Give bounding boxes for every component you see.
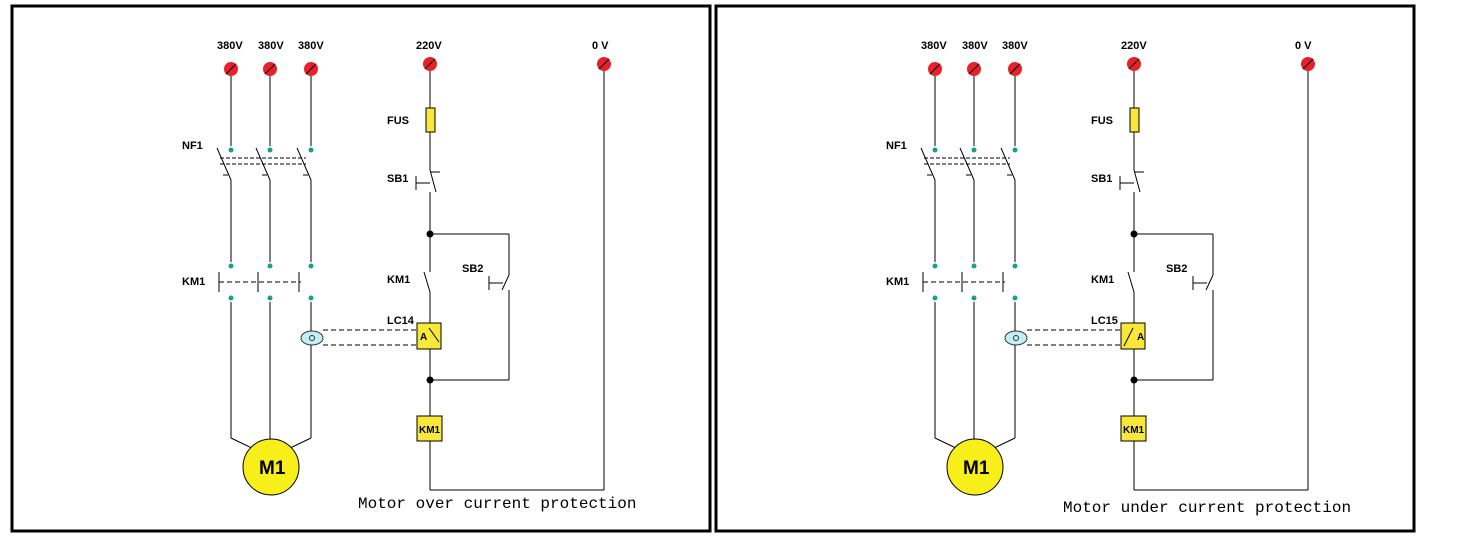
motor-m1: M1 (242, 438, 300, 496)
holding-contact-label: KM1 (1091, 274, 1114, 286)
stop-button-sb1[interactable] (415, 169, 440, 234)
relay-lc15: A (1120, 322, 1146, 350)
power-wires-top (230, 76, 312, 146)
supply-label-l2: 380V (962, 40, 988, 52)
panel-frame (10, 4, 712, 533)
supply-label-l2: 380V (258, 40, 284, 52)
stop-button-sb1[interactable] (1119, 169, 1144, 234)
current-sensor (300, 329, 417, 346)
start-button-sb2[interactable] (1192, 274, 1214, 291)
terminal-l1 (928, 62, 942, 76)
branch-wire (430, 233, 510, 381)
supply-label-l3: 380V (298, 40, 324, 52)
junction-bottom (1130, 376, 1138, 384)
panel-under-current: 380V 380V 380V 220V 0 V NF1 (714, 4, 1416, 533)
terminal-l1 (224, 62, 238, 76)
start-button-sb2[interactable] (488, 274, 510, 291)
coil-label: KM1 (419, 425, 441, 436)
breaker-label: NF1 (886, 140, 907, 152)
motor-label: M1 (963, 458, 990, 479)
panel-caption: Motor over current protection (358, 495, 636, 513)
panel-frame (714, 4, 1416, 533)
supply-label-l1: 380V (921, 40, 947, 52)
control-supply-label: 220V (416, 40, 442, 52)
relay-face: A (1137, 332, 1144, 343)
current-sensor (1004, 329, 1121, 346)
start-button-label: SB2 (462, 263, 483, 275)
breaker-label: NF1 (182, 140, 203, 152)
terminal-0v (1301, 57, 1315, 71)
holding-contact-km1 (423, 234, 431, 323)
fuse-label: FUS (1091, 115, 1113, 127)
terminal-l2 (967, 62, 981, 76)
holding-contact-km1 (1127, 234, 1135, 323)
control-supply-label: 220V (1121, 40, 1147, 52)
relay-lc14: A (416, 322, 442, 350)
return-wire (1133, 71, 1309, 491)
return-wire (429, 71, 605, 491)
breaker-nf1 (920, 147, 1018, 262)
coil-km1: KM1 (416, 415, 443, 442)
contactor-power-label: KM1 (182, 276, 205, 288)
holding-contact-label: KM1 (387, 274, 410, 286)
stop-button-label: SB1 (1091, 173, 1112, 185)
terminal-l2 (263, 62, 277, 76)
relay-label: LC14 (387, 315, 415, 327)
terminal-220v (1127, 57, 1141, 71)
supply-label-l3: 380V (1002, 40, 1028, 52)
coil-km1: KM1 (1120, 415, 1147, 442)
junction-bottom (426, 376, 434, 384)
power-wires-top (934, 76, 1016, 146)
coil-label: KM1 (1123, 425, 1145, 436)
terminal-l3 (1008, 62, 1022, 76)
breaker-nf1 (216, 147, 314, 262)
motor-m1: M1 (946, 438, 1004, 496)
relay-label: LC15 (1091, 315, 1118, 327)
neutral-label: 0 V (1295, 40, 1312, 52)
start-button-label: SB2 (1166, 263, 1187, 275)
motor-label: M1 (259, 458, 286, 479)
stop-button-label: SB1 (387, 173, 408, 185)
relay-face: A (420, 332, 427, 343)
contactor-km1-power (218, 263, 314, 451)
fuse (425, 71, 436, 170)
terminal-220v (423, 57, 437, 71)
fuse (1129, 71, 1140, 170)
fuse-label: FUS (387, 115, 409, 127)
supply-label-l1: 380V (217, 40, 243, 52)
terminal-0v (597, 57, 611, 71)
neutral-label: 0 V (592, 40, 609, 52)
panel-over-current: 380V 380V 380V 220V 0 V NF1 (10, 4, 712, 533)
panel-caption: Motor under current protection (1063, 499, 1351, 517)
contactor-power-label: KM1 (886, 276, 909, 288)
branch-wire (1134, 233, 1214, 381)
terminal-l3 (304, 62, 318, 76)
